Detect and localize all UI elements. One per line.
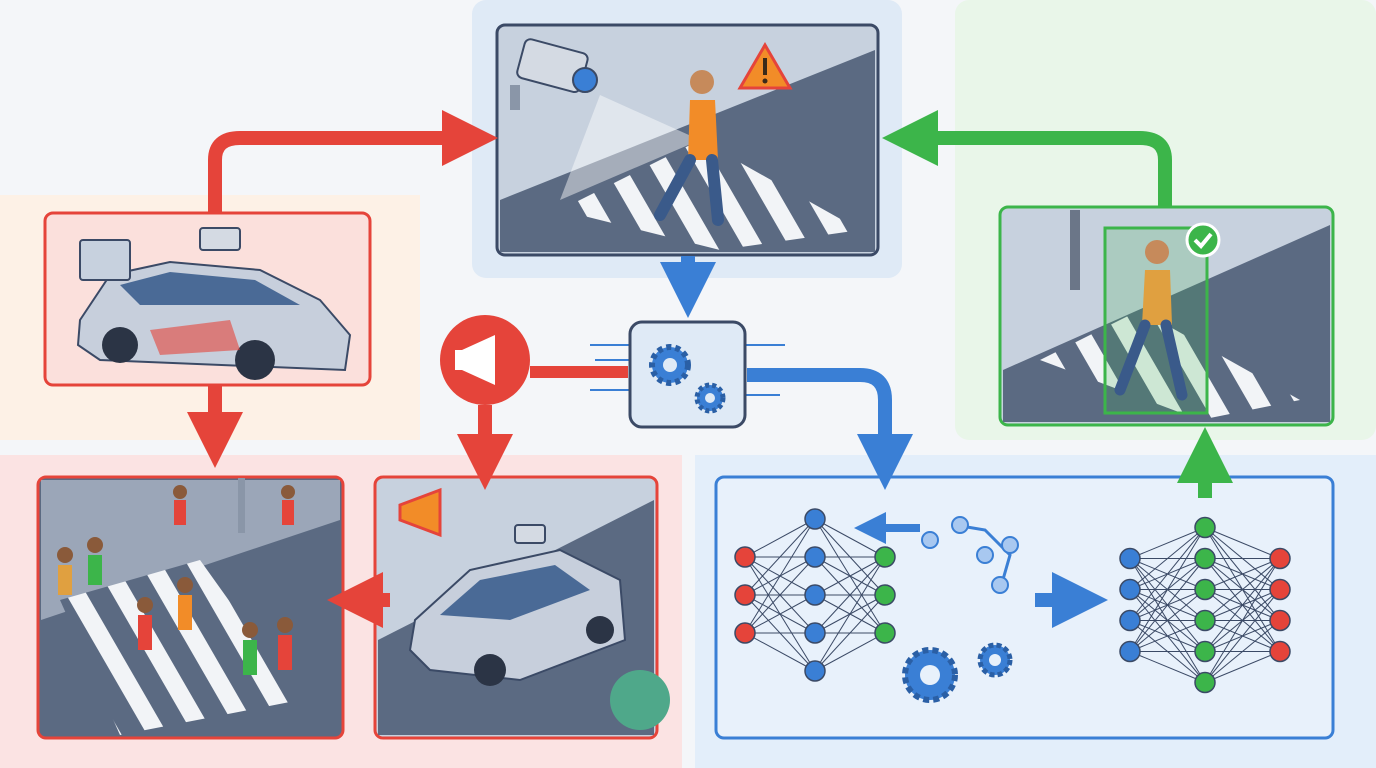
nn-edge (1204, 558, 1281, 590)
nn-node (1194, 578, 1216, 601)
nn-node (1269, 578, 1291, 601)
nn-node (1269, 609, 1291, 632)
nn-node (1194, 609, 1216, 632)
nn-edge (1204, 558, 1281, 683)
alert-vehicle-panel (373, 475, 670, 740)
nn-edge (814, 556, 886, 672)
nn-node (1119, 547, 1141, 570)
gear-icon (902, 642, 1013, 703)
nn-edge (814, 556, 886, 634)
nn-node (804, 508, 826, 530)
neural-network-icon (734, 508, 896, 682)
verified-detection-panel (998, 205, 1335, 427)
nn-node (1194, 516, 1216, 539)
nn-node (1194, 547, 1216, 570)
nn-edge (814, 518, 886, 558)
crowd-crosswalk-icon (57, 478, 295, 675)
nn-edge (814, 594, 886, 672)
nn-edge (1204, 527, 1281, 559)
autonomous-vehicle-panel (43, 211, 372, 387)
nn-node (874, 546, 896, 568)
nn-edge (744, 556, 816, 634)
nn-node (804, 584, 826, 606)
nn-node (734, 546, 756, 568)
nn-node (1119, 609, 1141, 632)
nn-edge (744, 518, 816, 558)
nn-edge (744, 632, 816, 672)
camera-detection-panel (495, 23, 880, 257)
nn-node (1119, 640, 1141, 663)
nn-edge (1204, 558, 1281, 621)
neural-network-icon (1119, 516, 1291, 694)
nn-edge (1129, 527, 1206, 652)
nn-edge (1204, 558, 1281, 652)
nn-edge (1129, 558, 1206, 652)
check-icon (1185, 222, 1221, 258)
nn-edge (814, 632, 886, 672)
nn-edge (1129, 527, 1206, 559)
nn-node (1269, 547, 1291, 570)
nn-edge (744, 518, 816, 596)
pedestrian-phone-icon (654, 70, 724, 226)
nn-node (804, 660, 826, 682)
nn-edge (1129, 620, 1206, 652)
arrow-chip-to-learning (747, 368, 913, 490)
nn-node (1119, 578, 1141, 601)
arrow-verified-to-camera (882, 110, 1172, 206)
nn-edge (1129, 527, 1206, 590)
nn-edge (744, 594, 816, 634)
nn-node (1194, 640, 1216, 663)
nn-edge (1129, 589, 1206, 652)
nn-node (1269, 640, 1291, 663)
nn-node (804, 546, 826, 568)
surveillance-camera-icon (510, 38, 598, 110)
nn-node (734, 622, 756, 644)
gear-chip-icon (590, 320, 785, 429)
nn-node (874, 584, 896, 606)
nn-edge (1129, 527, 1206, 621)
nn-edge (744, 518, 816, 634)
nn-edge (814, 556, 886, 596)
megaphone-alert-icon (440, 315, 530, 405)
autonomous-car-icon (76, 227, 352, 380)
megaphone-icon (398, 487, 442, 538)
nn-edge (1204, 620, 1281, 683)
nn-edge (1204, 589, 1281, 683)
neural-network-panel (714, 475, 1335, 740)
crowd-crosswalk-panel (36, 475, 345, 740)
nn-node (734, 584, 756, 606)
nn-node (804, 622, 826, 644)
arrow-vehicle-to-camera (208, 110, 498, 212)
warning-icon (737, 42, 793, 90)
nn-edge (1129, 651, 1206, 683)
nn-node (1194, 671, 1216, 694)
nn-node (874, 622, 896, 644)
nn-edge (1204, 651, 1281, 683)
